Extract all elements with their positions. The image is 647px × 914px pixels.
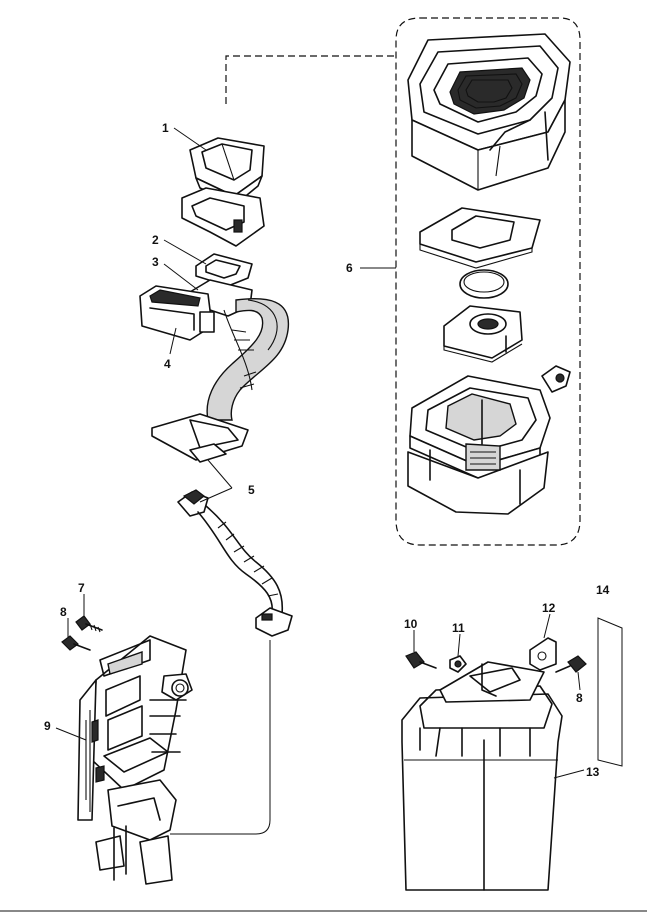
clip-12 xyxy=(529,637,557,671)
motor-housing xyxy=(407,375,551,515)
ice-bucket-top xyxy=(407,33,571,191)
callout-14: 14 xyxy=(596,583,610,597)
callout-8-left: 8 xyxy=(60,605,67,619)
screw-10 xyxy=(405,651,437,669)
screw-8-right xyxy=(555,655,587,673)
bucket-disk xyxy=(459,269,509,299)
small-clip xyxy=(541,365,571,393)
callout-4: 4 xyxy=(164,357,171,371)
hose-connector xyxy=(177,489,209,517)
callout-7: 7 xyxy=(78,581,85,595)
callout-6: 6 xyxy=(346,261,353,275)
part-2-gasket xyxy=(195,253,253,287)
callout-11: 11 xyxy=(452,621,465,635)
hose-end xyxy=(255,607,293,637)
mounting-plate xyxy=(151,413,249,463)
dispenser-body xyxy=(77,635,193,885)
callout-5: 5 xyxy=(248,483,255,497)
callout-3: 3 xyxy=(152,255,159,269)
screw-8-left xyxy=(61,635,91,651)
bucket-plate xyxy=(419,207,541,269)
part-4-door xyxy=(139,285,215,341)
callout-8-right: 8 xyxy=(576,691,583,705)
callout-1: 1 xyxy=(162,121,169,135)
callout-labels: 1 2 3 4 5 6 7 8 9 10 11 12 8 13 14 xyxy=(44,121,610,779)
leader-lines xyxy=(55,127,585,779)
coupler-block xyxy=(443,305,523,363)
callout-12: 12 xyxy=(542,601,556,615)
assembly-6-dashed-boundary xyxy=(225,17,581,546)
part-13-housing xyxy=(401,661,563,891)
screw-7 xyxy=(75,615,103,633)
funnel-bracket xyxy=(181,187,265,247)
callout-9: 9 xyxy=(44,719,51,733)
callout-2: 2 xyxy=(152,233,159,247)
part-14-bracket xyxy=(597,617,623,767)
hose xyxy=(197,505,284,615)
callout-10: 10 xyxy=(404,617,418,631)
connection-line xyxy=(170,640,271,835)
nut-11 xyxy=(449,655,467,673)
callout-13: 13 xyxy=(586,765,600,779)
